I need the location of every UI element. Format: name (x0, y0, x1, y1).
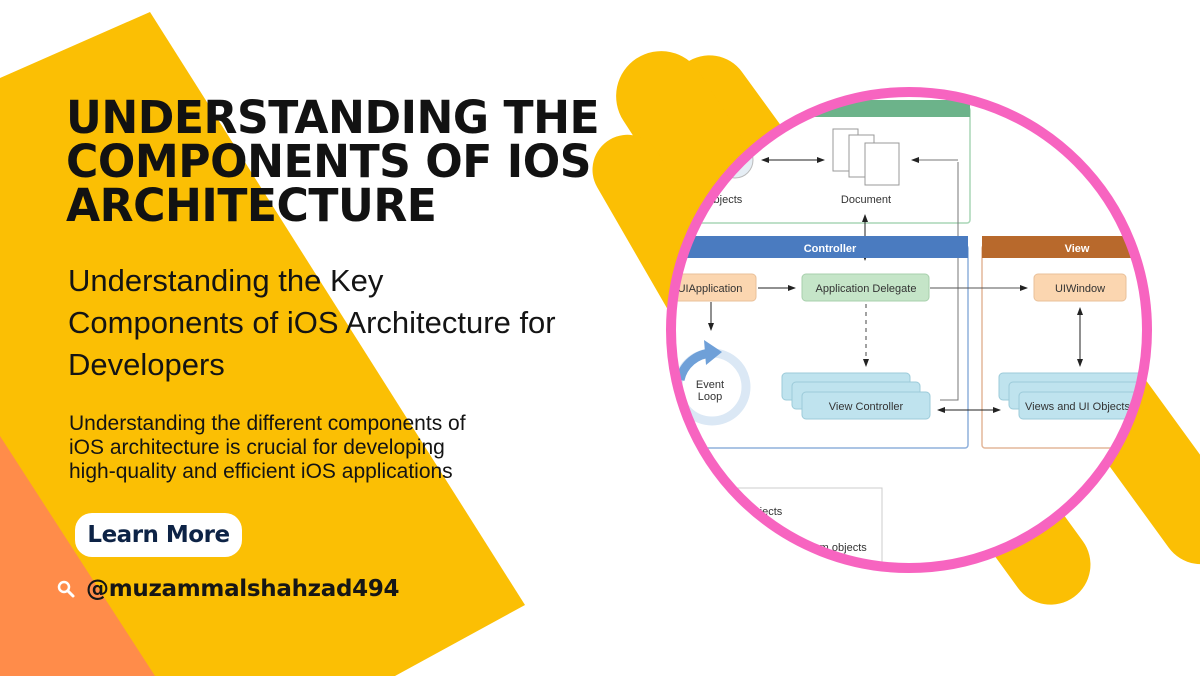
title-line: COMPONENTS OF IOS (66, 135, 591, 188)
event-loop-label-2: Loop (698, 391, 722, 403)
learn-more-button[interactable]: Learn More (75, 513, 242, 557)
document-label: Document (841, 194, 891, 206)
uiwindow-box (1033, 273, 1127, 302)
yellow-shape (0, 12, 525, 676)
app-delegate-box (801, 273, 930, 302)
view-controller-stack (781, 372, 931, 420)
uiapplication-label: UIApplication (678, 283, 743, 295)
app-delegate-label: Application Delegate (816, 283, 917, 295)
document-icon (832, 128, 900, 186)
view-header-label: View (1065, 243, 1090, 255)
controller-header (671, 236, 968, 258)
handle-text: @muzammalshahzad494 (86, 576, 400, 602)
views-label: Views and UI Objects (1025, 401, 1130, 413)
subtitle-line: Developers (68, 347, 225, 382)
pink-ring (666, 87, 1152, 573)
orange-shape (0, 436, 155, 676)
page-title: UNDERSTANDING THE COMPONENTS OF IOS ARCH… (66, 91, 610, 232)
uiwindow-label: UIWindow (1055, 283, 1105, 295)
controller-header-label: Controller (804, 243, 857, 255)
description-line: Understanding the different components o… (69, 412, 466, 435)
search-icon (57, 580, 75, 598)
view-controller-label: View Controller (829, 401, 904, 413)
description-line: high-quality and efficient iOS applicati… (69, 460, 453, 483)
uiapplication-box (671, 273, 757, 302)
subtitle-line: Understanding the Key (68, 263, 384, 298)
description: Understanding the different components o… (69, 412, 466, 484)
subtitle: Understanding the Key Components of iOS … (68, 260, 556, 386)
subtitle-line: Components of iOS Architecture for (68, 305, 556, 340)
title-line: UNDERSTANDING THE (66, 91, 600, 144)
social-handle: @muzammalshahzad494 (56, 576, 400, 602)
event-loop-label: Event (696, 379, 724, 391)
title-line: ARCHITECTURE (66, 179, 437, 232)
description-line: iOS architecture is crucial for developi… (69, 436, 445, 459)
view-header (982, 236, 1147, 258)
